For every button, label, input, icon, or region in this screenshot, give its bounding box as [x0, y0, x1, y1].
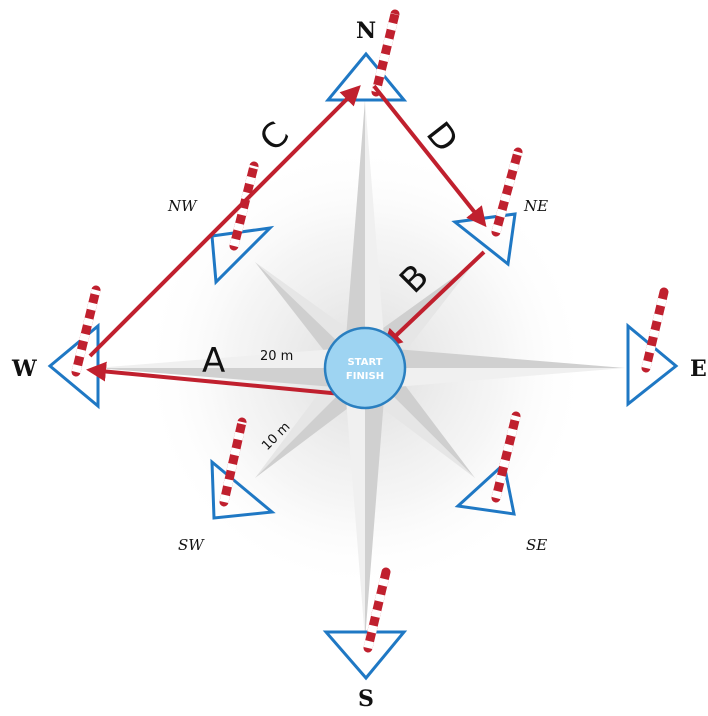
marker-southeast-flag: [454, 461, 516, 516]
direction-label-west: W: [11, 356, 37, 382]
route-leg-c: [88, 85, 361, 358]
direction-label-south: S: [358, 686, 374, 712]
start-label: START: [347, 357, 382, 368]
route-leg-a: [86, 361, 353, 397]
direction-label-northeast: NE: [523, 197, 548, 215]
marker-south-flag: [322, 630, 408, 681]
leg-label-c: C: [252, 114, 297, 159]
direction-label-southeast: SE: [526, 536, 547, 554]
marker-west: [47, 285, 101, 410]
compass-star-cardinal: [95, 100, 625, 640]
direction-label-east: E: [690, 356, 707, 382]
direction-label-north: N: [356, 18, 376, 44]
route-leg-d: [372, 84, 487, 228]
direction-label-northwest: NW: [167, 197, 198, 215]
leg-label-a: A: [202, 341, 225, 381]
route-leg-b: [382, 250, 486, 349]
marker-north: [324, 9, 408, 102]
distance-label-outer: 20 m: [260, 349, 293, 364]
marker-southwest-flag: [210, 458, 276, 520]
start-finish-point: START FINISH: [323, 326, 407, 410]
direction-label-southwest: SW: [178, 536, 205, 554]
marker-south: [322, 567, 408, 681]
route: [86, 84, 487, 397]
finish-label: FINISH: [346, 371, 384, 382]
marker-east: [626, 287, 679, 408]
marker-southeast: [454, 411, 521, 516]
marker-north-flag: [324, 51, 408, 102]
marker-northwest: [210, 161, 275, 286]
marker-southwest: [210, 417, 276, 520]
